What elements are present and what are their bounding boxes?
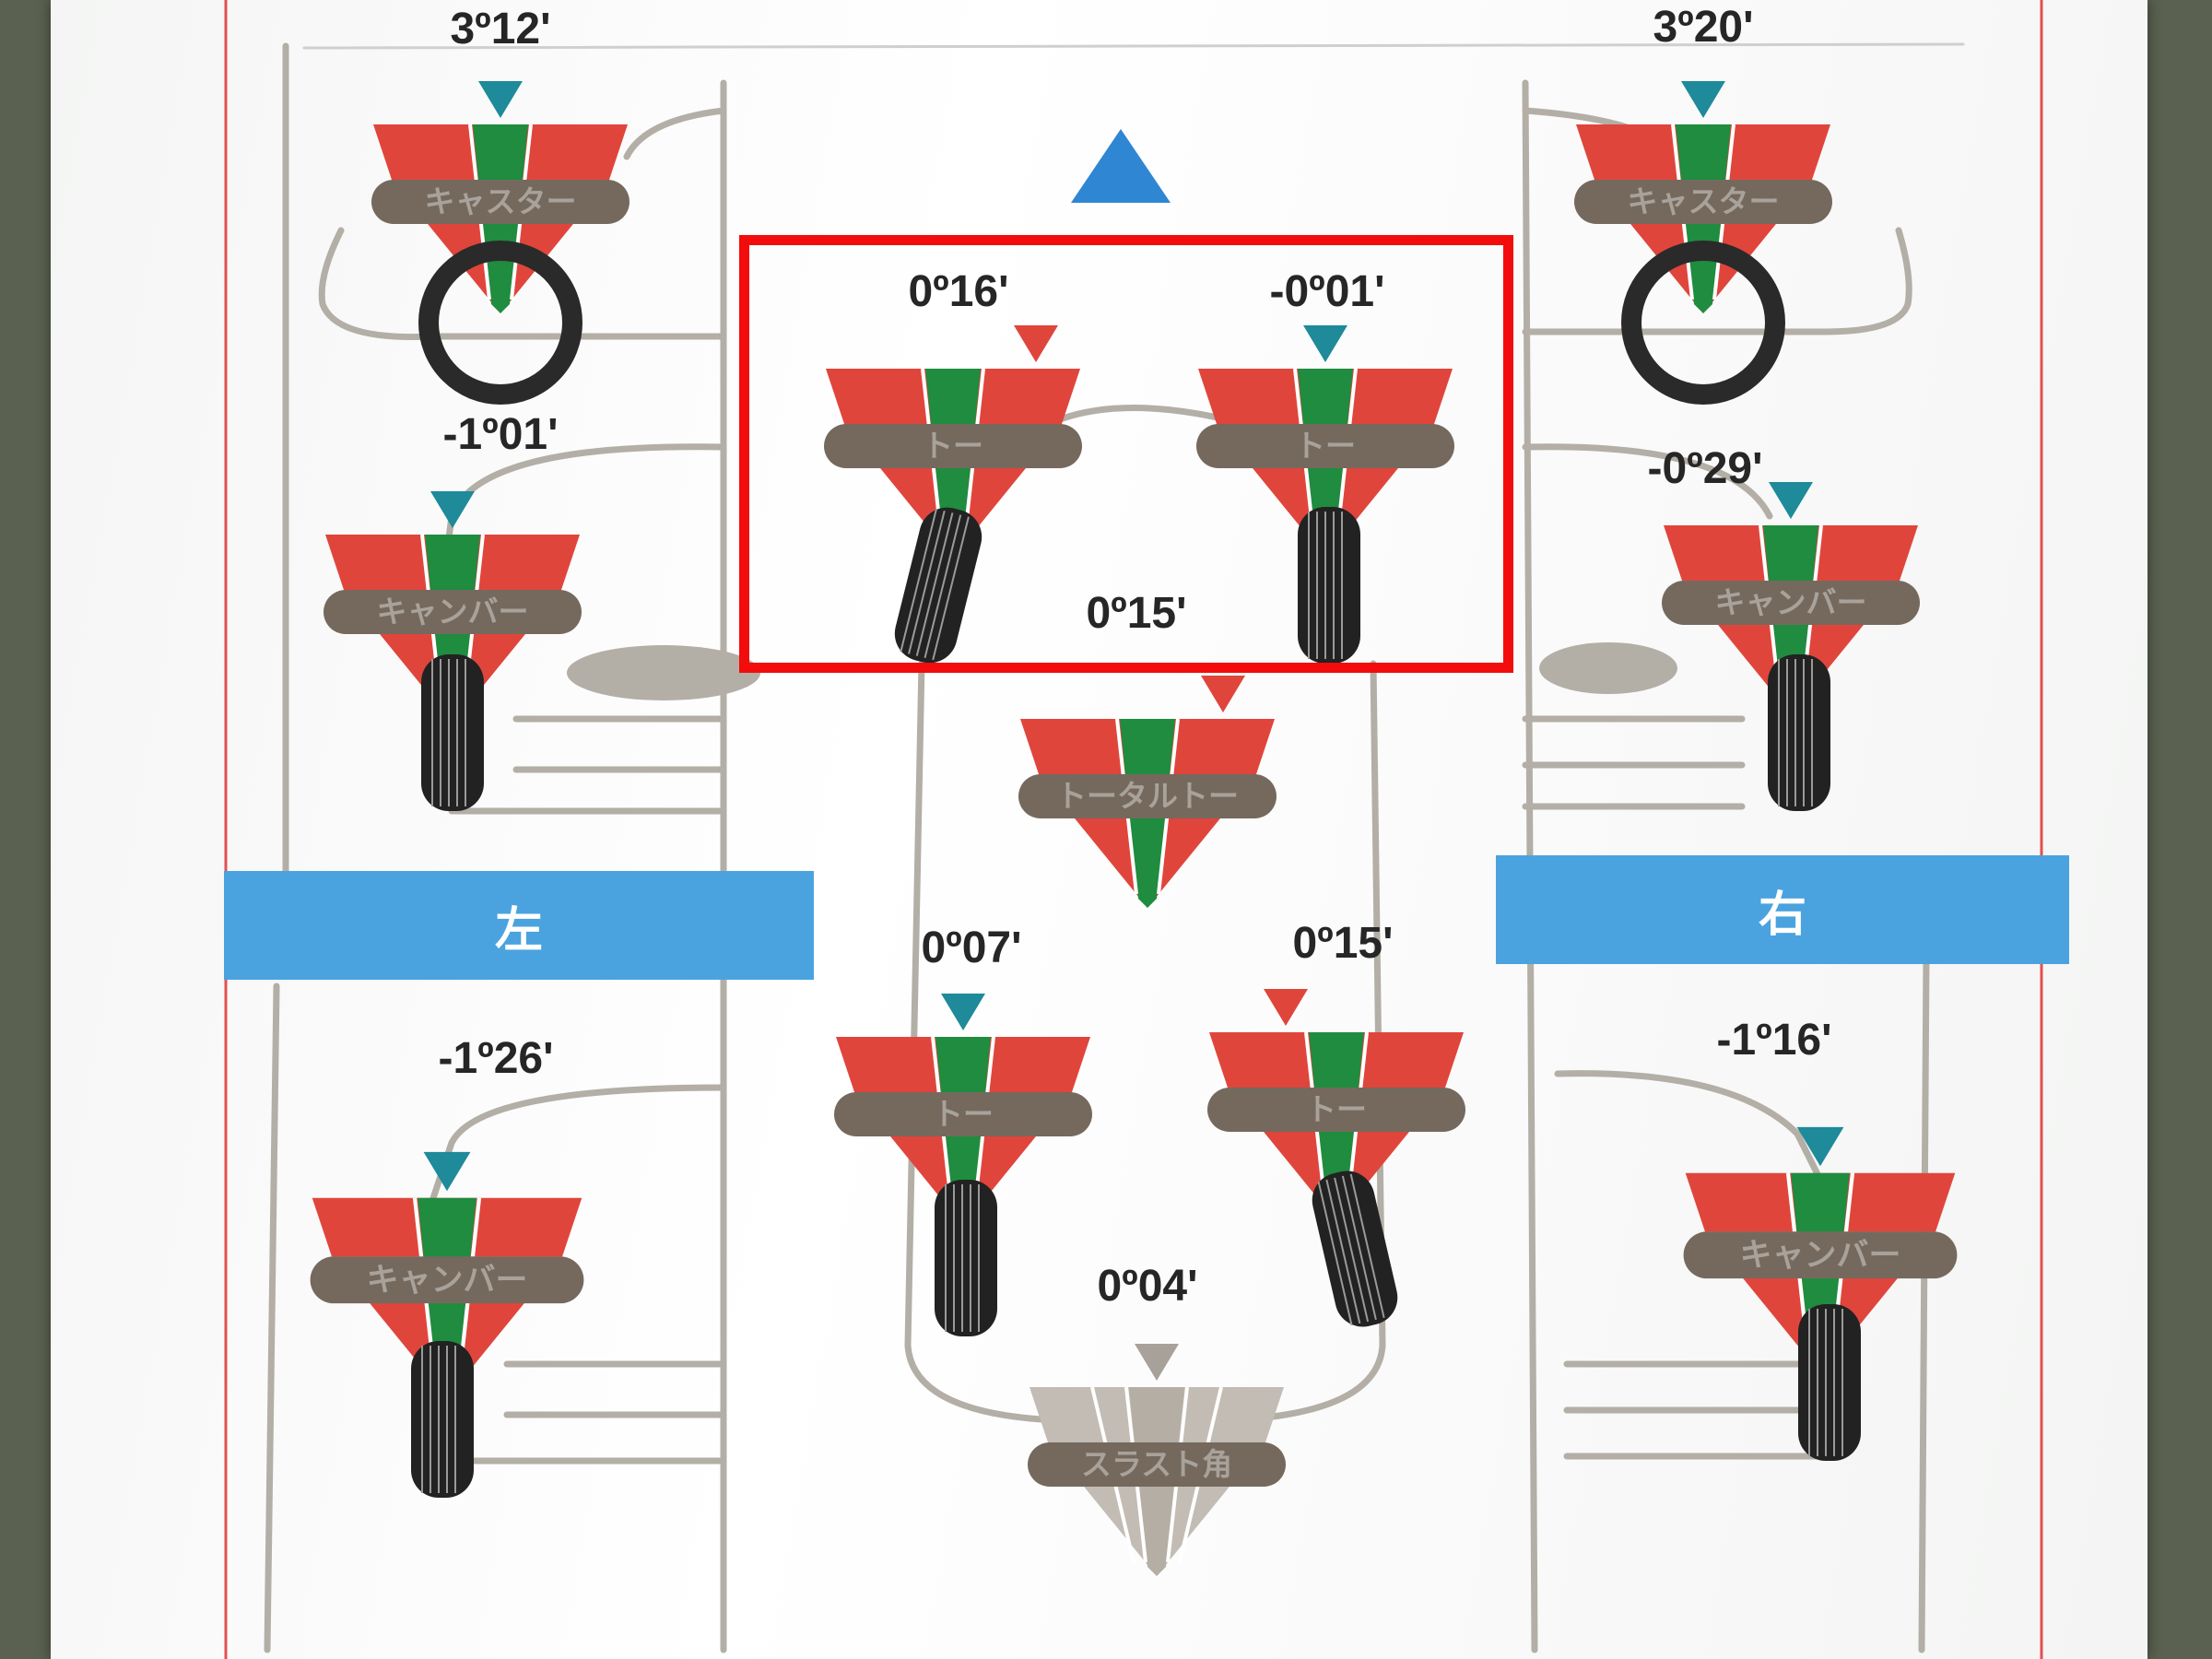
left-side-bar: 左 xyxy=(224,871,814,980)
toe-rear-left-value: 0º07' xyxy=(921,924,1022,972)
toe-rear-left-tire-icon xyxy=(935,1180,997,1336)
caster-right-label: キャスター xyxy=(1628,183,1780,219)
total-toe-front-value: 0º15' xyxy=(1086,589,1187,638)
forward-arrow-icon xyxy=(1071,129,1171,203)
right-shadow xyxy=(1539,642,1677,694)
toe-rear-right-value: 0º15' xyxy=(1292,919,1394,968)
camber-front-right-gauge: キャンバー xyxy=(1662,482,1920,714)
caster-left-gauge: キャスター xyxy=(371,81,629,313)
thrust-angle-label: スラスト角 xyxy=(1081,1446,1232,1482)
camber-rear-left-gauge: キャンバー xyxy=(310,1151,584,1398)
camber-front-right-value: -0º29' xyxy=(1647,444,1763,493)
camber-front-left-tire-icon xyxy=(421,654,484,811)
camber-rear-left-pointer-icon xyxy=(423,1151,471,1192)
camber-front-left-label: キャンバー xyxy=(377,594,529,629)
toe-front-right-tire-icon xyxy=(1298,507,1360,664)
camber-rear-left-value: -1º26' xyxy=(438,1034,554,1083)
toe-rear-left-pointer-icon xyxy=(941,994,985,1030)
toe-front-left-pointer-icon xyxy=(1014,325,1058,362)
left-shadow xyxy=(567,645,760,700)
caster-right-value: 3º20' xyxy=(1653,3,1754,52)
camber-rear-left-tire-icon xyxy=(411,1341,474,1498)
highlight-box xyxy=(739,235,1513,673)
caster-left-value: 3º12' xyxy=(450,5,551,53)
thrust-angle-gauge: スラスト角 xyxy=(1028,1344,1286,1576)
total-toe-front-label: トータルトー xyxy=(1056,778,1239,814)
caster-right-gauge: キャスター xyxy=(1574,81,1832,313)
toe-front-right-value: -0º01' xyxy=(1269,267,1385,316)
camber-rear-right-tire-icon xyxy=(1798,1304,1861,1461)
toe-rear-right-label: トー xyxy=(1306,1091,1367,1127)
camber-rear-right-label: キャンバー xyxy=(1740,1237,1901,1274)
camber-rear-right-pointer-icon xyxy=(1796,1126,1844,1167)
toe-rear-right-tire-icon xyxy=(1312,1171,1398,1327)
toe-rear-right-pointer-icon xyxy=(1264,989,1308,1026)
camber-front-left-pointer-icon xyxy=(430,491,475,528)
toe-rear-left-gauge: トー xyxy=(834,994,1092,1226)
camber-rear-left-label: キャンバー xyxy=(367,1262,528,1299)
caster-left-label: キャスター xyxy=(425,183,577,219)
right-side-label: 右 xyxy=(1758,888,1806,942)
toe-front-right-label: トー xyxy=(1295,428,1356,464)
toe-front-right-gauge: トー xyxy=(1196,325,1454,558)
total-toe-front-pointer-icon xyxy=(1201,676,1245,712)
camber-front-left-value: -1º01' xyxy=(442,410,559,459)
thrust-angle-value: 0º04' xyxy=(1097,1262,1198,1311)
toe-rear-left-label: トー xyxy=(933,1096,994,1132)
caster-right-wheel-icon xyxy=(1621,241,1785,405)
camber-front-right-tire-icon xyxy=(1768,654,1830,811)
caster-left-pointer-icon xyxy=(478,81,523,118)
total-toe-front-gauge: トータルトー xyxy=(1018,676,1277,908)
right-side-bar: 右 xyxy=(1496,855,2069,964)
toe-front-right-pointer-icon xyxy=(1303,325,1347,362)
caster-left-wheel-icon xyxy=(418,241,582,405)
toe-front-left-value: 0º16' xyxy=(908,267,1009,316)
toe-front-left-tire-icon xyxy=(894,507,982,664)
caster-right-pointer-icon xyxy=(1681,81,1725,118)
camber-rear-right-value: -1º16' xyxy=(1716,1016,1832,1065)
toe-rear-right-gauge: トー xyxy=(1207,989,1465,1221)
toe-front-left-label: トー xyxy=(923,428,983,464)
left-side-label: 左 xyxy=(494,903,543,958)
toe-front-left-gauge: トー xyxy=(824,325,1082,558)
camber-front-right-pointer-icon xyxy=(1769,482,1813,519)
thrust-angle-pointer-icon xyxy=(1135,1344,1179,1381)
camber-front-right-label: キャンバー xyxy=(1715,584,1867,620)
